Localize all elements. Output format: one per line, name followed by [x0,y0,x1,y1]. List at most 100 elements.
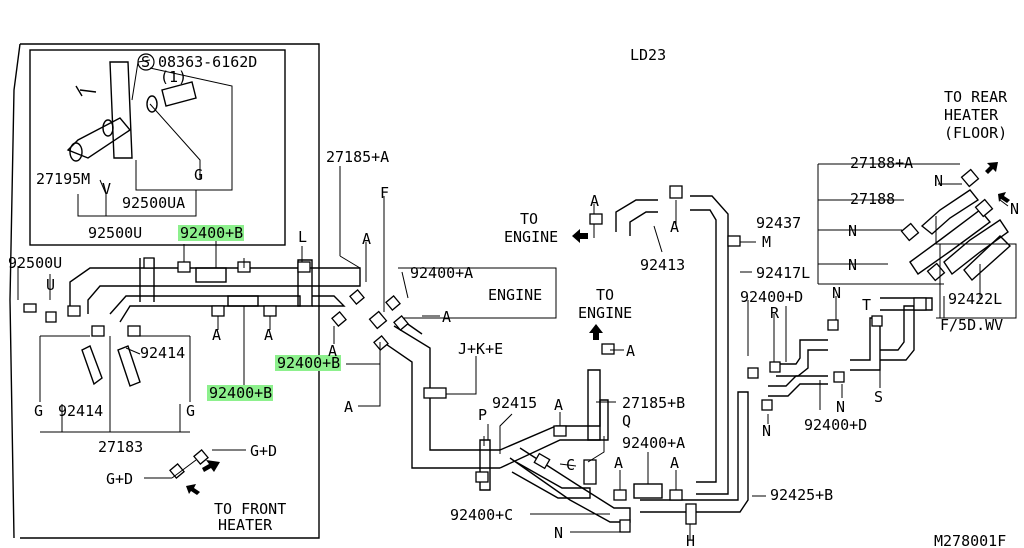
label-floor: (FLOOR) [944,124,1007,142]
label-to-engine-1: TO [520,210,538,228]
label-92437: 92437 [756,214,801,232]
clamp [619,519,631,533]
pipe-27185b [587,369,601,441]
arrow-to-engine-left-icon [572,229,588,243]
clamp [533,452,551,470]
label-n-2: N [832,284,841,302]
label-92400b-1: 92400+B [180,224,243,242]
clamp [613,489,627,501]
label-92400b-3: 92400+B [277,354,340,372]
title-ld23: LD23 [630,46,666,64]
clamp [475,471,489,483]
label-92425b: 92425+B [770,486,833,504]
arrows [186,162,1010,495]
clamp [974,198,994,218]
label-a-12: A [670,454,679,472]
clamp [385,295,401,311]
label-m: M [762,233,771,251]
pipe-center-2 [393,325,500,451]
label-27185b: 27185+B [622,394,685,412]
label-engine-1: ENGINE [504,228,558,246]
hose-92414-2 [117,345,141,387]
pipe-rear-3 [943,219,1009,276]
label-n-7: N [848,222,857,240]
label-q: Q [622,412,631,430]
label-v: V [102,180,111,198]
label-92400b-2: 92400+B [209,384,272,402]
label-27188: 27188 [850,190,895,208]
pipe-right-d-4 [880,305,915,361]
pipe-right-d-1 [776,339,828,377]
label-n-1: N [554,524,563,542]
label-n-8: N [848,256,857,274]
pipe-92422l [963,235,1012,282]
label-f: F [380,184,389,202]
inset-box [29,49,286,246]
label-to-front: TO FRONT [214,500,286,518]
label-92414-1: 92414 [140,344,185,362]
label-92417l: 92417L [756,264,810,282]
block-92400b-1 [195,267,227,283]
screw-badge-circle [137,53,155,71]
label-a-9: A [626,342,635,360]
arrow-front-heater-1-icon [202,460,220,472]
clamp [589,213,603,225]
clamp [960,168,980,188]
clamp [349,289,365,305]
clamp [769,361,781,373]
label-s: S [874,388,883,406]
clamp [177,261,191,273]
label-a-13: A [670,218,679,236]
arrow-rear-heater-1-icon [985,162,998,174]
clamp [553,425,567,437]
clamp [211,305,225,317]
inset-screw [75,85,97,97]
arrow-front-heater-2-icon [186,484,200,495]
label-rear-heater: HEATER [944,106,999,124]
clamp [373,335,389,351]
clamp [761,399,773,411]
label-a-5: A [442,308,451,326]
label-engine-2: ENGINE [578,304,632,322]
clamp [913,297,927,311]
clamp [67,305,81,317]
label-27195m: 27195M [36,170,90,188]
pipe-right-lower [640,391,749,513]
label-a-1: A [212,326,221,344]
label-g-inset: G [194,166,203,184]
label-f5d-wv: F/5D.WV [940,316,1003,334]
label-to-rear: TO REAR [944,88,1008,106]
pipe-center-1 [379,339,500,469]
label-r: R [770,304,780,322]
pipe-rear-1 [920,189,980,235]
pipe-rear-2 [909,209,992,275]
label-u: U [46,276,55,294]
clamp [727,235,741,247]
label-92413: 92413 [640,256,685,274]
label-08363-6162d: 08363-6162D [158,53,257,71]
label-27183: 27183 [98,438,143,456]
label-screw-qty: (1) [160,68,187,86]
pipe-right-t [880,297,933,311]
label-n-3: N [762,422,771,440]
label-a-3: A [328,342,337,360]
label-92415: 92415 [492,394,537,412]
label-to-engine-2: TO [596,286,614,304]
figure-code: M278001F [934,532,1006,548]
clamp [23,303,37,313]
label-g-2: G [186,402,195,420]
label-92400c: 92400+C [450,506,513,524]
pipe-right-d-2 [768,375,828,397]
label-92500ua: 92500UA [122,194,185,212]
clamp [747,367,759,379]
label-92400a-1: 92400+A [410,264,473,282]
label-l: L [298,228,307,246]
label-92414-2: 92414 [58,402,103,420]
label-t: T [862,296,871,314]
label-c: C [566,456,575,474]
clamp [871,315,883,327]
clamp [583,459,597,485]
leader-lines [17,59,1017,540]
label-p: P [478,406,487,424]
